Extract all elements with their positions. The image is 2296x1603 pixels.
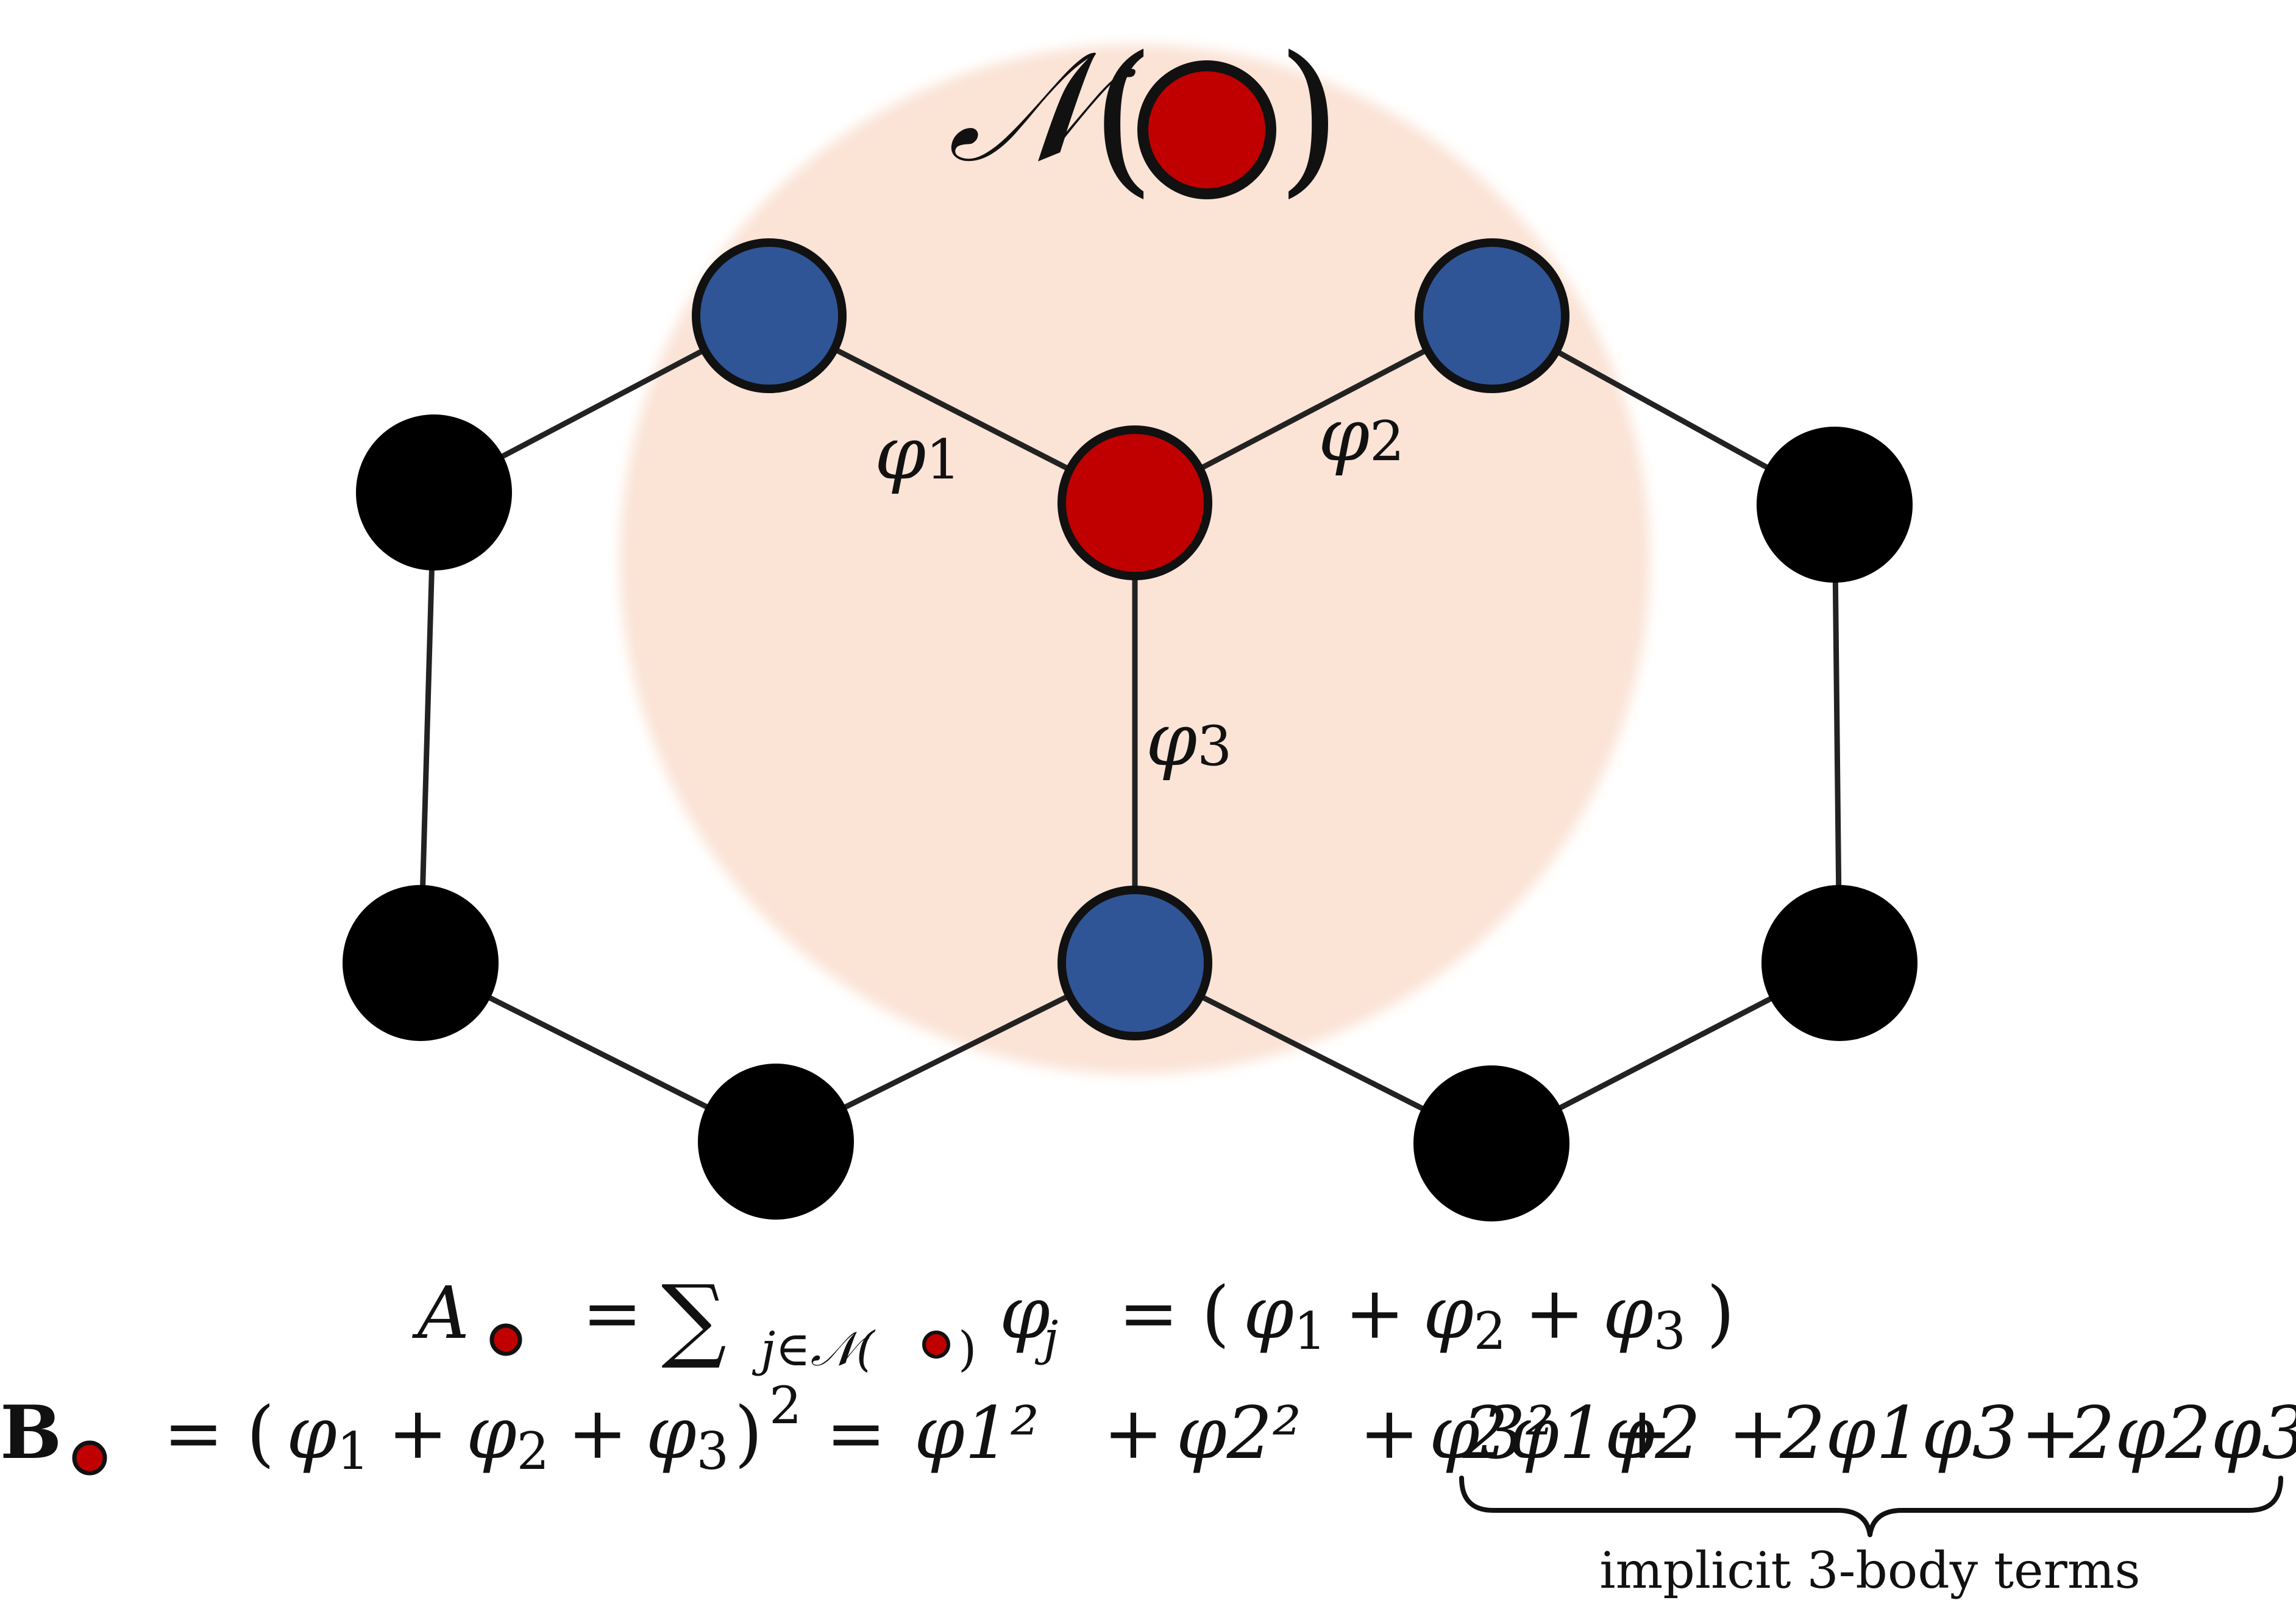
sum-term: φ (1000, 1271, 1050, 1355)
phi-symbol: φ (875, 411, 926, 496)
phi-symbol: φ (1318, 393, 1370, 478)
center-node (1057, 425, 1212, 580)
plus-sign: + (1359, 1391, 1420, 1475)
edge-label-phi3: φ3 (1146, 698, 1232, 783)
center-node-icon (72, 1440, 107, 1476)
phi-symbol: φ (1146, 698, 1197, 783)
equation-a-rhs-open: = ( (1118, 1271, 1229, 1355)
squared-term: φ3² (1429, 1391, 1554, 1475)
edge (418, 489, 437, 966)
equation-b-open: = ( (163, 1391, 274, 1475)
center-node-icon (489, 1323, 522, 1356)
equation-b-power: 2 (769, 1376, 801, 1435)
graph-node (1757, 427, 1913, 583)
sum-index: j∈𝒩( (752, 1322, 876, 1377)
graph-nodes (343, 238, 1917, 1221)
equation-b-equals: = (826, 1391, 886, 1475)
plus-sign: + (2021, 1391, 2081, 1475)
equation-a: A = ∑ j∈𝒩( ) φ j = ( φ1+φ2+φ3 ) (412, 1266, 1735, 1377)
graph-node (343, 885, 499, 1041)
center-node-icon (922, 1331, 950, 1359)
sum-index-close: ) (958, 1322, 976, 1377)
equation-b-close: ) (734, 1391, 762, 1475)
equation-a-sum-terms: φ1+φ2+φ3 (1243, 1271, 1686, 1361)
edge-label-phi1: φ1 (875, 411, 961, 496)
edge-labels: φ1 φ2 φ3 (875, 393, 1404, 783)
cross-term: 2φ1φ3 (1779, 1391, 2017, 1475)
graph-node (356, 414, 512, 570)
squared-term: φ1² (914, 1391, 1039, 1475)
equation-b-lhs: B (0, 1390, 62, 1476)
equation-b: B = ( φ1+φ2+φ3 ) 2 = φ1² + φ2² + φ3² + 2… (0, 1376, 2296, 1481)
sum-symbol: ∑ (661, 1266, 727, 1372)
equation-a-rhs-close: ) (1707, 1271, 1735, 1355)
neighbor-node (692, 238, 847, 393)
equation-b-sum-terms: φ1+φ2+φ3 (286, 1391, 729, 1481)
plus-sign: + (1728, 1391, 1788, 1475)
underbrace (1459, 1476, 2283, 1537)
cross-term: 2φ1φ2 (1462, 1391, 1701, 1475)
cross-terms-brace: implicit 3-body terms (1459, 1476, 2283, 1600)
equation-a-lhs: A (412, 1271, 469, 1355)
subscript: 1 (926, 428, 961, 492)
plus-sign: + (1103, 1391, 1164, 1475)
subscript: 3 (1197, 714, 1232, 778)
graph-node (698, 1064, 854, 1220)
equation-a-equals: = (582, 1271, 642, 1355)
brace-label: implicit 3-body terms (1599, 1542, 2140, 1600)
graph-node (1413, 1065, 1569, 1221)
neighborhood-paren: ) (1277, 21, 1341, 213)
plus-sign: + (1612, 1391, 1672, 1475)
graph-node (1761, 885, 1917, 1041)
subscript: 2 (1370, 410, 1404, 474)
squared-term: φ2² (1176, 1391, 1301, 1475)
neighborhood-symbol: 𝒩 ( ) (948, 18, 1341, 213)
neighborhood-center-node-icon (1137, 60, 1276, 199)
cross-term: 2φ2φ3 (2069, 1391, 2296, 1475)
neighbor-node (1057, 886, 1212, 1040)
neighbor-node (1415, 238, 1569, 393)
edge-label-phi2: φ2 (1318, 393, 1404, 478)
